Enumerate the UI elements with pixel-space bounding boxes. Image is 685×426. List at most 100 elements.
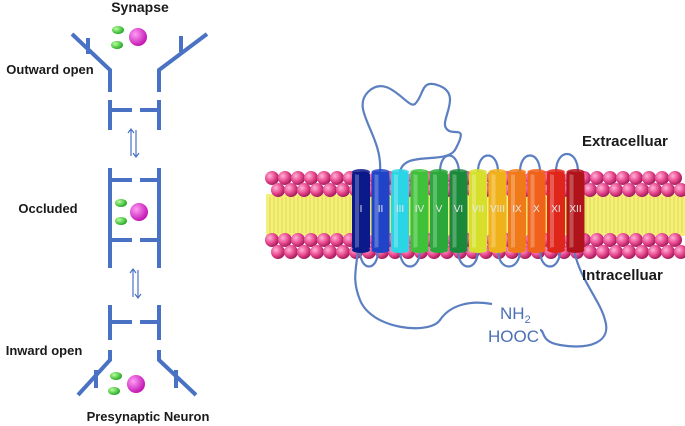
lipid-head (336, 245, 350, 259)
helix-body (527, 172, 546, 250)
helix-ix: IX (508, 169, 526, 253)
helix-x: X (527, 169, 546, 253)
lipid-head (265, 171, 279, 185)
lipid-head (336, 183, 350, 197)
helix-label: IX (512, 204, 522, 215)
helix-body (430, 172, 448, 250)
ion-icon (108, 387, 120, 395)
transporter-outward-open (70, 32, 209, 130)
lipid-head (655, 233, 669, 247)
lipid-head (661, 245, 675, 259)
helix-viii: VIII (488, 169, 507, 253)
ion-icon (115, 199, 127, 207)
substrate-bottom (108, 372, 145, 395)
lipid-head (304, 233, 318, 247)
helix-xii: XII (566, 169, 585, 253)
substrate-icon (129, 28, 147, 46)
lipid-head (583, 183, 597, 197)
helix-v: V (430, 169, 448, 253)
substrate-occluded (115, 199, 148, 225)
lipid-head (291, 171, 305, 185)
lipid-head (616, 171, 630, 185)
helix-body (547, 172, 565, 250)
helix-body (391, 172, 409, 250)
lipid-head (661, 183, 675, 197)
lipid-head (603, 171, 617, 185)
lipid-head (596, 183, 610, 197)
helix-ii: II (371, 169, 390, 253)
extracellular-label: Extracelluar (582, 133, 668, 150)
lipid-head (271, 183, 285, 197)
helix-label: VIII (490, 204, 505, 215)
helix-body (371, 172, 390, 250)
ion-icon (112, 26, 124, 34)
lipid-head (297, 245, 311, 259)
helix-body (352, 172, 370, 250)
helix-iii: III (391, 169, 409, 253)
helix-vii: VII (469, 169, 487, 253)
lipid-head (609, 183, 623, 197)
lipid-head (278, 233, 292, 247)
helix-body (469, 172, 487, 250)
helix-body (449, 172, 468, 250)
lipid-head (278, 171, 292, 185)
lipid-head (629, 171, 643, 185)
c-terminus-label: HOOC (488, 327, 539, 346)
helix-vi: VI (449, 169, 468, 253)
lipid-head (596, 245, 610, 259)
lipid-head (622, 245, 636, 259)
lipid-head (616, 233, 630, 247)
lipid-head (323, 183, 337, 197)
ion-icon (115, 217, 127, 225)
lipid-head (297, 183, 311, 197)
transporter-inward-open (76, 305, 198, 397)
lipid-head (590, 233, 604, 247)
lipid-head (304, 171, 318, 185)
substrate-top (111, 26, 147, 49)
lipid-head (655, 171, 669, 185)
lipid-head (642, 233, 656, 247)
helix-body (410, 172, 429, 250)
lipid-head (317, 233, 331, 247)
lipid-head (323, 245, 337, 259)
outward-open-label: Outward open (6, 62, 93, 77)
helix-label: X (533, 204, 540, 215)
helix-label: IV (415, 204, 425, 215)
equilibrium-arrow-icon (127, 128, 140, 158)
n-terminus-label: NH2 (500, 304, 531, 326)
inward-open-label: Inward open (6, 343, 83, 358)
ion-icon (111, 41, 123, 49)
lipid-head (590, 171, 604, 185)
lipid-head (310, 183, 324, 197)
lipid-head (284, 245, 298, 259)
occluded-label: Occluded (18, 201, 77, 216)
lipid-head (635, 245, 649, 259)
lipid-head (271, 245, 285, 259)
transporter-occluded (108, 168, 161, 268)
lipid-head (648, 183, 662, 197)
protein-loops (354, 82, 608, 348)
substrate-icon (130, 203, 148, 221)
helix-i: I (352, 169, 370, 253)
lipid-head (642, 171, 656, 185)
helix-xi: XI (547, 169, 565, 253)
lipid-head (330, 233, 344, 247)
lipid-head (310, 245, 324, 259)
lipid-head (635, 183, 649, 197)
lipid-head (603, 233, 617, 247)
lipid-head (622, 183, 636, 197)
lipid-head (674, 183, 685, 197)
helix-body (488, 172, 507, 250)
helix-label: VI (454, 204, 463, 215)
lipid-head (317, 171, 331, 185)
intracellular-label: Intracelluar (582, 267, 663, 284)
lipid-head (609, 245, 623, 259)
lipid-head (674, 245, 685, 259)
helix-label: V (436, 204, 443, 215)
helix-body (508, 172, 526, 250)
lipid-head (265, 233, 279, 247)
lipid-head (668, 171, 682, 185)
